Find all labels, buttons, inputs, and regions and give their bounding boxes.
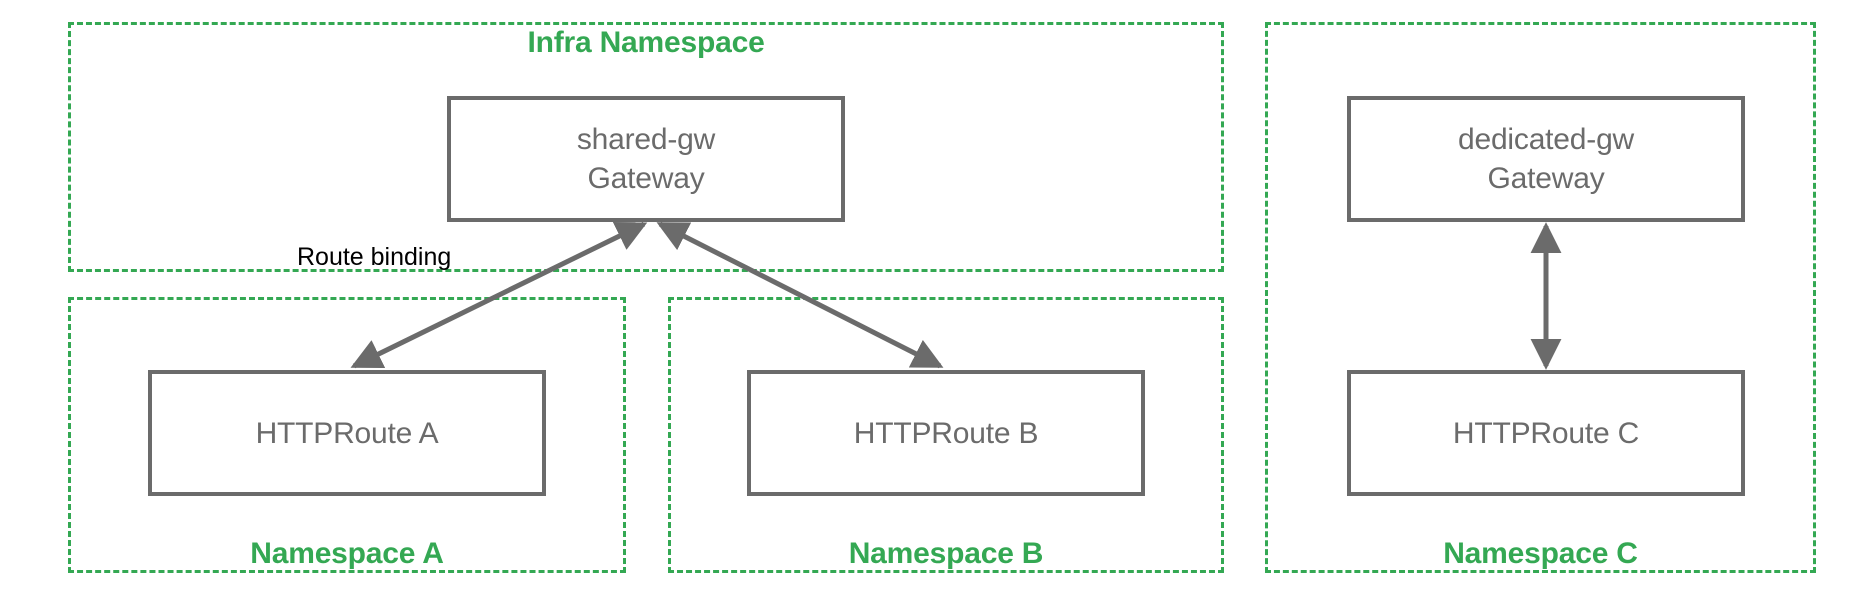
node-shared-gw[interactable]: shared-gw Gateway (447, 96, 845, 222)
node-dedicated-gw[interactable]: dedicated-gw Gateway (1347, 96, 1745, 222)
namespace-label-c: Namespace C (1443, 537, 1638, 570)
node-httproute-a[interactable]: HTTPRoute A (148, 370, 546, 496)
node-dedicated-gw-kind: Gateway (1487, 162, 1605, 195)
node-httproute-a-name: HTTPRoute A (255, 416, 439, 450)
node-httproute-b-name: HTTPRoute B (853, 416, 1039, 450)
namespace-label-b: Namespace B (848, 537, 1044, 570)
namespace-box-a (68, 297, 626, 573)
namespace-label-a: Namespace A (250, 537, 444, 570)
node-shared-gw-kind: Gateway (587, 162, 705, 195)
node-shared-gw-name: shared-gw (576, 123, 716, 156)
namespace-box-c (1265, 22, 1816, 573)
namespace-label-infra: Infra Namespace (527, 26, 765, 59)
node-httproute-b[interactable]: HTTPRoute B (747, 370, 1145, 496)
edge-label-route-binding: Route binding (297, 243, 452, 271)
node-httproute-c[interactable]: HTTPRoute C (1347, 370, 1745, 496)
node-dedicated-gw-name: dedicated-gw (1457, 123, 1635, 156)
namespace-box-b (668, 297, 1224, 573)
node-httproute-c-name: HTTPRoute C (1452, 416, 1640, 450)
